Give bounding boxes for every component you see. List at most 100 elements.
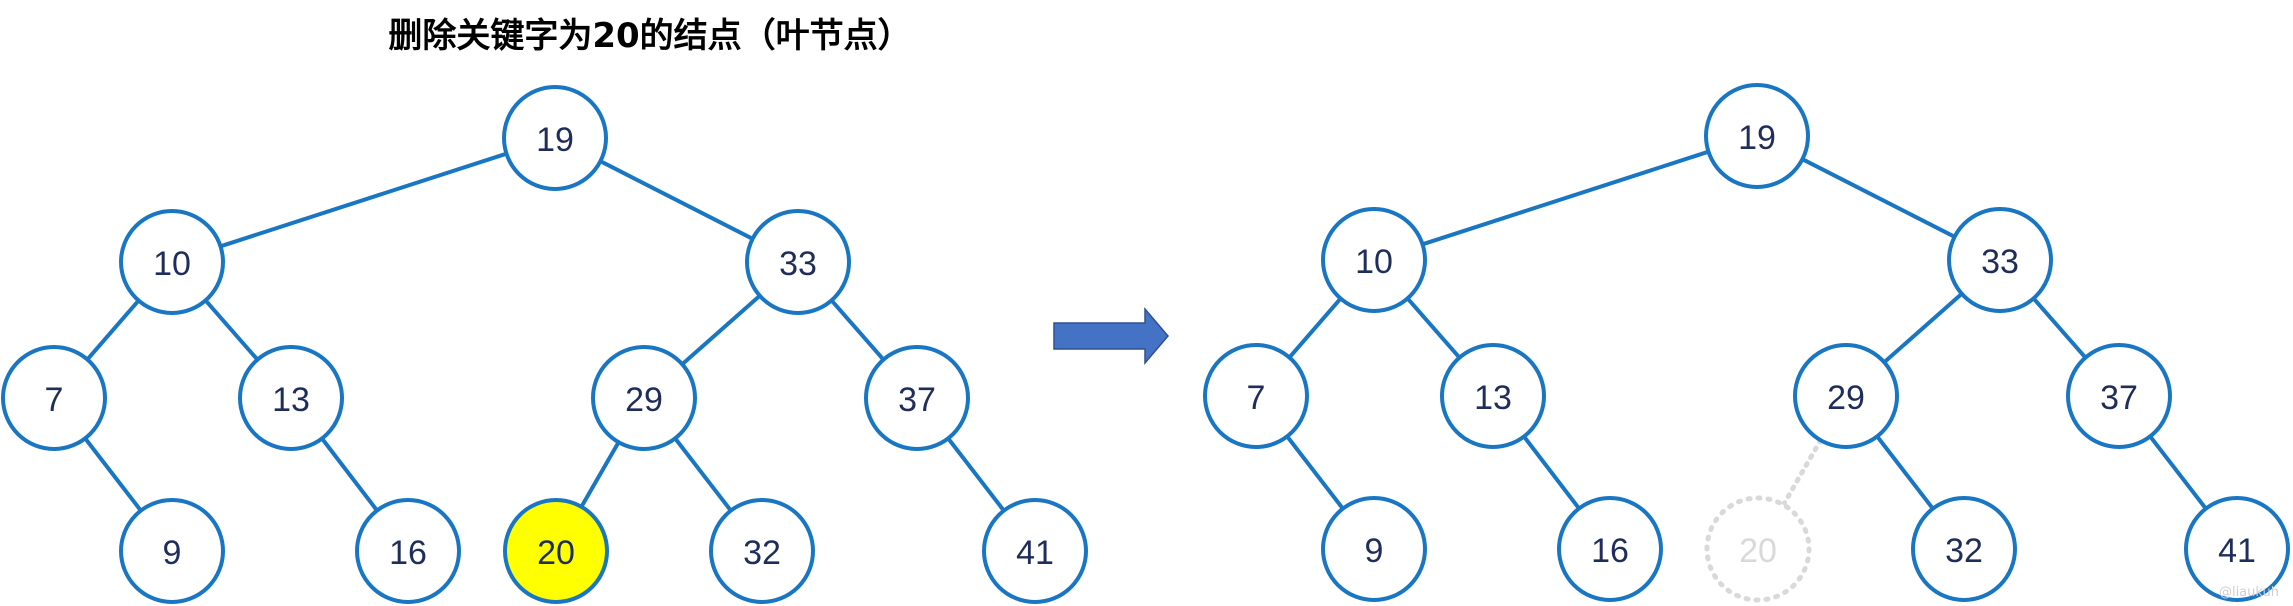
before-node-label: 16 — [389, 534, 427, 572]
before-edge-29-32 — [673, 437, 733, 512]
tree-before-nodes: 19 10 33 7 13 29 37 9 16 20 32 41 — [1, 85, 1088, 604]
before-node-circle — [1, 345, 107, 451]
before-node-label: 19 — [536, 121, 574, 159]
after-edge-37-41 — [2148, 435, 2208, 510]
after-node-label: 16 — [1591, 532, 1629, 570]
before-node-label: 29 — [625, 381, 663, 419]
before-node-37: 37 — [864, 345, 970, 451]
tree-after-nodes: 19 10 33 7 13 29 37 9 16 20 32 41 — [1203, 83, 2290, 603]
after-node-10: 10 — [1321, 207, 1427, 313]
after-edge-29-32 — [1875, 435, 1935, 510]
after-node-circle — [1321, 207, 1427, 313]
before-node-circle — [864, 345, 970, 451]
before-edge-19-33 — [599, 159, 754, 241]
after-node-32: 32 — [1911, 496, 2017, 602]
before-edge-33-37 — [830, 299, 885, 361]
after-edge-10-7 — [1287, 297, 1343, 359]
after-node-label: 7 — [1247, 379, 1266, 417]
after-node-label: 19 — [1738, 119, 1776, 157]
after-node-29: 29 — [1793, 343, 1899, 449]
after-node-label: 20 — [1739, 532, 1777, 570]
before-node-circle — [238, 345, 344, 451]
after-edge-19-10 — [1421, 149, 1710, 247]
after-edge-29-20 — [1780, 437, 1824, 508]
after-node-9: 9 — [1321, 496, 1427, 602]
before-node-label: 10 — [153, 245, 191, 283]
after-node-circle — [1793, 343, 1899, 449]
before-edge-37-41 — [946, 437, 1006, 512]
after-node-33: 33 — [1947, 207, 2053, 313]
after-node-circle — [1911, 496, 2017, 602]
before-node-41: 41 — [982, 498, 1088, 604]
right-arrow-icon — [1053, 306, 1169, 366]
after-node-circle — [1704, 83, 1810, 189]
after-node-circle — [1947, 207, 2053, 313]
after-edge-33-29 — [1882, 292, 1964, 364]
after-node-circle — [1557, 496, 1663, 602]
before-node-10: 10 — [119, 209, 225, 315]
before-node-label: 13 — [272, 381, 310, 419]
after-node-label: 10 — [1355, 243, 1393, 281]
before-node-label: 41 — [1016, 534, 1054, 572]
after-node-label: 32 — [1945, 532, 1983, 570]
after-node-37: 37 — [2066, 343, 2172, 449]
before-node-16: 16 — [355, 498, 461, 604]
after-node-circle — [2184, 496, 2290, 602]
before-node-label: 37 — [898, 381, 936, 419]
after-node-circle — [1203, 343, 1309, 449]
before-node-label: 33 — [779, 245, 817, 283]
before-node-label: 7 — [45, 381, 64, 419]
after-edge-10-13 — [1406, 297, 1461, 359]
after-node-circle — [1704, 495, 1812, 603]
before-edge-13-16 — [320, 437, 379, 512]
before-node-circle — [502, 85, 608, 191]
after-node-19: 19 — [1704, 83, 1810, 189]
after-node-41: 41 — [2184, 496, 2290, 602]
after-edge-7-9 — [1285, 435, 1345, 510]
after-node-label: 37 — [2100, 379, 2138, 417]
after-node-circle — [1321, 496, 1427, 602]
before-edge-7-9 — [83, 437, 143, 512]
before-edge-10-13 — [204, 299, 259, 361]
after-node-label: 33 — [1981, 243, 2019, 281]
before-edge-19-10 — [219, 151, 508, 249]
after-node-label: 13 — [1474, 379, 1512, 417]
after-node-20-deleted: 20 — [1704, 495, 1812, 603]
before-node-label: 20 — [537, 534, 575, 572]
before-node-label: 32 — [743, 534, 781, 572]
after-node-16: 16 — [1557, 496, 1663, 602]
tree-before-edges — [83, 151, 1006, 512]
after-edge-13-16 — [1522, 435, 1581, 510]
before-node-circle — [982, 498, 1088, 604]
before-edge-29-20 — [579, 441, 621, 508]
watermark-text: @liaukuh — [2218, 585, 2279, 600]
diagram-title: 删除关键字为20的结点（叶节点） — [388, 16, 912, 56]
before-node-33: 33 — [745, 209, 851, 315]
tree-after-edges — [1285, 149, 2208, 510]
before-node-circle — [119, 498, 225, 604]
before-node-32: 32 — [709, 498, 815, 604]
before-node-19: 19 — [502, 85, 608, 191]
after-node-7: 7 — [1203, 343, 1309, 449]
before-node-circle — [503, 498, 609, 604]
before-node-7: 7 — [1, 345, 107, 451]
before-edge-10-7 — [85, 299, 141, 361]
transition-arrow — [1053, 306, 1169, 366]
before-node-circle — [355, 498, 461, 604]
before-node-label: 9 — [163, 534, 182, 572]
before-node-13: 13 — [238, 345, 344, 451]
after-node-circle — [1440, 343, 1546, 449]
after-edge-19-33 — [1801, 157, 1956, 239]
after-node-label: 41 — [2218, 532, 2256, 570]
before-node-circle — [745, 209, 851, 315]
before-node-circle — [591, 345, 697, 451]
before-edge-33-29 — [680, 294, 762, 366]
before-node-circle — [119, 209, 225, 315]
before-node-circle — [709, 498, 815, 604]
after-node-13: 13 — [1440, 343, 1546, 449]
before-node-9: 9 — [119, 498, 225, 604]
after-node-label: 9 — [1365, 532, 1384, 570]
after-edge-33-37 — [2032, 297, 2087, 359]
after-node-label: 29 — [1827, 379, 1865, 417]
